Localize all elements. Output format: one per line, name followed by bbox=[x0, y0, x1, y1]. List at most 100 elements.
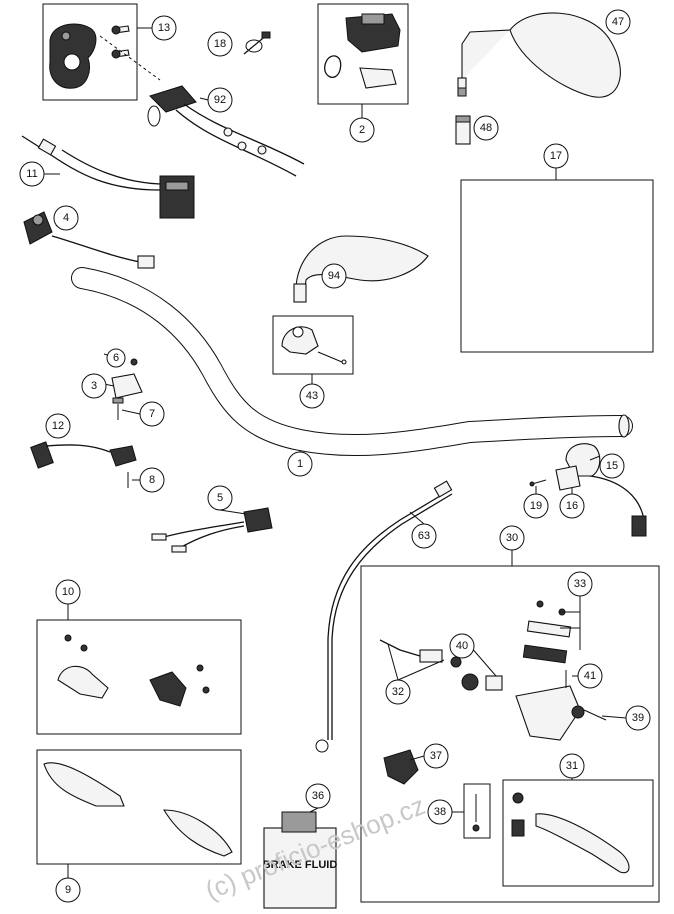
callout-92: 92 bbox=[207, 87, 233, 113]
group-box-30 bbox=[360, 565, 660, 903]
callout-10: 10 bbox=[55, 579, 81, 605]
callout-1: 1 bbox=[287, 451, 313, 477]
callout-33: 33 bbox=[567, 571, 593, 597]
callout-1-label: 1 bbox=[297, 458, 303, 470]
callout-41-label: 41 bbox=[584, 670, 596, 682]
callout-37-label: 37 bbox=[430, 750, 442, 762]
part-36-brake-fluid: BRAKE FLUID bbox=[263, 811, 338, 909]
part-9-handguards bbox=[43, 762, 233, 857]
group-box-43 bbox=[272, 315, 354, 375]
callout-3: 3 bbox=[81, 373, 107, 399]
part-47-mirror bbox=[457, 12, 621, 98]
callout-94: 94 bbox=[321, 263, 347, 289]
brake-fluid-label: BRAKE FLUID bbox=[263, 859, 338, 871]
part-19-screw bbox=[529, 479, 547, 487]
callout-5: 5 bbox=[207, 485, 233, 511]
callout-32-label: 32 bbox=[392, 686, 404, 698]
callout-19: 19 bbox=[523, 493, 549, 519]
callout-13-label: 13 bbox=[158, 22, 170, 34]
callout-38: 38 bbox=[427, 799, 453, 825]
callout-4: 4 bbox=[53, 205, 79, 231]
group-box-17 bbox=[460, 179, 654, 353]
callout-47-label: 47 bbox=[612, 16, 624, 28]
part-master-cylinder bbox=[515, 685, 585, 741]
callout-17: 17 bbox=[543, 143, 569, 169]
part-7-screw bbox=[112, 397, 124, 420]
callout-33-label: 33 bbox=[574, 578, 586, 590]
callout-13: 13 bbox=[151, 15, 177, 41]
callout-38-label: 38 bbox=[434, 806, 446, 818]
callout-92-label: 92 bbox=[214, 94, 226, 106]
part-31-brake-lever bbox=[511, 792, 630, 874]
part-32-piston-kit bbox=[379, 639, 462, 668]
part-33-reservoir-cap bbox=[522, 600, 572, 664]
callout-19-label: 19 bbox=[530, 500, 542, 512]
callout-8: 8 bbox=[139, 467, 165, 493]
callout-48-label: 48 bbox=[480, 122, 492, 134]
callout-43: 43 bbox=[299, 383, 325, 409]
callout-32: 32 bbox=[385, 679, 411, 705]
part-6-nut bbox=[130, 358, 138, 366]
callout-37: 37 bbox=[423, 743, 449, 769]
callout-5-label: 5 bbox=[217, 492, 223, 504]
callout-2-label: 2 bbox=[359, 124, 365, 136]
group-box-2 bbox=[317, 3, 409, 105]
part-63-brake-hose bbox=[315, 480, 453, 753]
callout-43-label: 43 bbox=[306, 390, 318, 402]
callout-2: 2 bbox=[349, 117, 375, 143]
callout-31-label: 31 bbox=[566, 760, 578, 772]
part-38-bolt bbox=[463, 783, 491, 839]
part-16-clamp-half bbox=[555, 465, 581, 491]
callout-18: 18 bbox=[207, 31, 233, 57]
part-10-bracket-kit bbox=[57, 634, 210, 707]
part-43-clamp bbox=[281, 326, 347, 365]
callout-30: 30 bbox=[499, 525, 525, 551]
part-40-seals bbox=[461, 673, 503, 691]
callout-41: 41 bbox=[577, 663, 603, 689]
part-5-switch-with-wire bbox=[151, 507, 273, 553]
callout-39: 39 bbox=[625, 705, 651, 731]
callout-94-label: 94 bbox=[328, 270, 340, 282]
group-box-31 bbox=[502, 779, 654, 887]
callout-4-label: 4 bbox=[63, 212, 69, 224]
part-18-cable-tie bbox=[243, 31, 271, 55]
part-13-switch-housing bbox=[49, 23, 161, 89]
part-48-mirror-adapter bbox=[455, 115, 471, 145]
callout-11: 11 bbox=[19, 161, 45, 187]
callout-15-label: 15 bbox=[606, 460, 618, 472]
callout-15: 15 bbox=[599, 453, 625, 479]
callout-9: 9 bbox=[55, 877, 81, 903]
group-box-13 bbox=[42, 3, 138, 101]
part-4-switch-with-wire bbox=[23, 211, 155, 269]
handlebar bbox=[71, 267, 633, 457]
callout-7: 7 bbox=[139, 401, 165, 427]
callout-8-label: 8 bbox=[149, 474, 155, 486]
callout-40: 40 bbox=[449, 633, 475, 659]
part-12-switch-with-wire bbox=[30, 441, 137, 488]
callout-40-label: 40 bbox=[456, 640, 468, 652]
part-94-handguard-bracket bbox=[293, 235, 429, 303]
callout-30-label: 30 bbox=[506, 532, 518, 544]
part-37-cover bbox=[383, 749, 419, 785]
callout-11-label: 11 bbox=[26, 168, 37, 180]
callout-36-label: 36 bbox=[312, 790, 324, 802]
group-box-10 bbox=[36, 619, 242, 735]
callout-48: 48 bbox=[473, 115, 499, 141]
callout-63: 63 bbox=[411, 523, 437, 549]
callout-16: 16 bbox=[559, 493, 585, 519]
part-92-throttle-cables bbox=[147, 85, 305, 177]
callout-39-label: 39 bbox=[632, 712, 644, 724]
callout-17-label: 17 bbox=[550, 150, 562, 162]
callout-7-label: 7 bbox=[149, 408, 155, 420]
callout-31: 31 bbox=[559, 753, 585, 779]
callout-6: 6 bbox=[106, 348, 126, 368]
callout-6-label: 6 bbox=[113, 352, 119, 364]
callout-12-label: 12 bbox=[52, 420, 64, 432]
callout-47: 47 bbox=[605, 9, 631, 35]
callout-3-label: 3 bbox=[91, 380, 97, 392]
callout-63-label: 63 bbox=[418, 530, 430, 542]
part-39-pin bbox=[583, 709, 607, 721]
callout-12: 12 bbox=[45, 413, 71, 439]
callout-9-label: 9 bbox=[65, 884, 71, 896]
